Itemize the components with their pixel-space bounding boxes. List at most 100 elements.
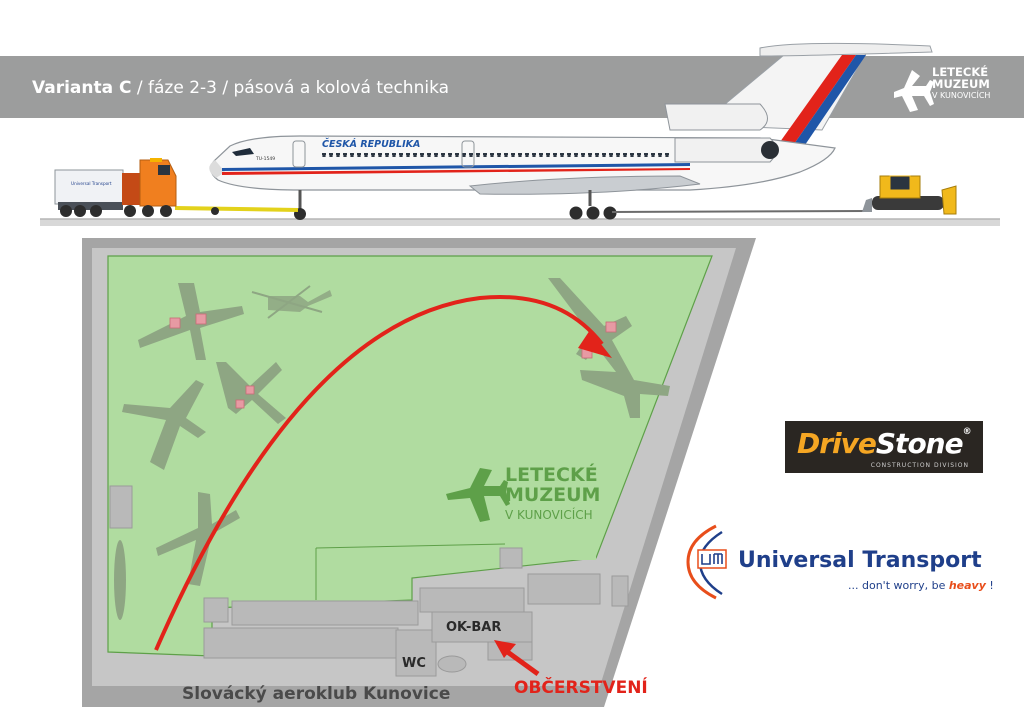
okbar-label: OK-BAR xyxy=(446,620,502,635)
silhouette-plane-5 xyxy=(548,278,670,418)
silhouette-plane-1 xyxy=(138,283,244,360)
museum-logo-line2: MUZEUM xyxy=(932,77,990,91)
dozer-track xyxy=(872,196,944,210)
trailer-box xyxy=(54,169,124,205)
livery-text: ČESKÁ REPUBLIKA xyxy=(322,138,420,150)
ut-slogan-end: ! xyxy=(985,579,994,592)
aircraft-registration: TU-1549 xyxy=(255,156,275,162)
fuselage-stripe-red xyxy=(222,168,690,175)
museum-logo: LETECKÉ MUZEUM V KUNOVICÍCH xyxy=(932,66,990,102)
tail-stripe-blue xyxy=(776,55,866,170)
heli-rotor-2 xyxy=(267,285,311,319)
main-wheel-1 xyxy=(569,206,583,220)
aircraft-wing xyxy=(468,175,701,195)
map-museum-line3: V KUNOVICÍCH xyxy=(505,508,593,522)
main-wheel-3 xyxy=(603,206,617,220)
drivestone-word-drive: Drive xyxy=(797,427,877,460)
aircraft-t-tail xyxy=(759,42,933,57)
fuselage-stripe-blue xyxy=(222,163,690,171)
wc-label: WC xyxy=(402,656,426,671)
buildings xyxy=(109,485,629,677)
bulldozer xyxy=(862,175,957,215)
truck-beacon xyxy=(150,158,162,162)
tow-bar xyxy=(174,206,299,212)
heli-rotor-1 xyxy=(251,291,323,313)
refreshment-arrow-head xyxy=(494,640,516,658)
banner-title: Varianta C / fáze 2-3 / pásová a kolová … xyxy=(32,78,449,98)
field-edge-line-2 xyxy=(315,543,506,549)
marker-3 xyxy=(245,385,255,395)
main-wheel-2 xyxy=(586,206,600,220)
passenger-windows xyxy=(320,153,670,157)
ut-slogan-start: ... don't worry, be xyxy=(848,579,949,592)
map-museum-line1: LETECKÉ xyxy=(505,464,598,486)
marker-4 xyxy=(235,399,245,409)
drivestone-word-stone: Stone xyxy=(875,427,964,460)
museum-logo-line1: LETECKÉ xyxy=(932,65,989,79)
aircraft-nose xyxy=(209,160,225,178)
marker-2 xyxy=(195,313,207,325)
silhouette-plane-4 xyxy=(156,492,240,586)
trailer-text: Universal Transport xyxy=(71,181,112,186)
building-hangar xyxy=(231,600,419,626)
museum-logo-plane-icon xyxy=(894,70,934,112)
museum-plane-icon xyxy=(446,468,510,522)
museum-logo-line3: V KUNOVICÍCH xyxy=(932,91,991,100)
map-museum-label: LETECKÉ MUZEUM V KUNOVICÍCH xyxy=(505,465,600,525)
ut-wordmark: Universal Transport xyxy=(738,548,982,573)
aircraft-center-engine xyxy=(664,103,768,131)
building-right xyxy=(527,573,601,605)
ut-logo-mark xyxy=(686,524,727,600)
dozer-ripper xyxy=(862,198,872,212)
tu154-aircraft: ČESKÁ REPUBLIKA TU-1549 xyxy=(209,42,933,220)
ut-slogan-heavy: heavy xyxy=(948,579,986,592)
silhouette-fuselage xyxy=(114,540,126,620)
ground-strip xyxy=(40,219,1000,226)
truck-wheel-1 xyxy=(124,205,136,217)
banner-title-phase: / fáze 2-3 / pásová a kolová technika xyxy=(131,78,450,98)
aircraft-door-mid xyxy=(461,140,475,168)
tractor-truck: Universal Transport xyxy=(54,158,177,217)
dozer-cab-window xyxy=(889,175,911,191)
trailer-wheel-2 xyxy=(74,205,86,217)
building-edge xyxy=(611,575,629,607)
map-museum-line2: MUZEUM xyxy=(505,484,601,506)
silhouette-plane-3 xyxy=(122,380,206,470)
trailer-wheel-3 xyxy=(90,205,102,217)
pink-markers xyxy=(169,313,617,409)
building-okbar xyxy=(431,611,533,643)
cockpit-window xyxy=(232,148,254,156)
drivestone-registered-mark: ® xyxy=(962,427,972,437)
ut-arc-orange xyxy=(686,524,717,600)
trailer-chassis xyxy=(58,202,123,210)
marker-5 xyxy=(605,321,617,333)
building-wc xyxy=(395,629,437,677)
truck-windshield xyxy=(158,165,170,175)
building-tiny xyxy=(499,547,523,569)
ut-slogan: ... don't worry, be heavy ! xyxy=(848,579,994,592)
truck-engine-unit xyxy=(122,173,142,205)
dozer-blade xyxy=(941,185,957,215)
route-arrow-head xyxy=(578,330,612,358)
tow-bar-wheel xyxy=(211,207,219,215)
aircraft-engine xyxy=(674,137,777,163)
trailer-wheel-1 xyxy=(60,205,72,217)
tow-cable xyxy=(611,210,869,213)
drivestone-subtitle: CONSTRUCTION DIVISION xyxy=(870,462,969,469)
banner-title-variant: Varianta C xyxy=(32,78,132,98)
ut-monogram xyxy=(701,553,723,565)
drivestone-wordmark: DriveStone® xyxy=(797,427,972,460)
building-left xyxy=(109,485,133,529)
field-extension xyxy=(316,540,596,560)
building-long xyxy=(203,627,399,659)
building-small xyxy=(203,597,229,623)
drivestone-logo: DriveStone® CONSTRUCTION DIVISION xyxy=(785,421,983,473)
engine-exhaust xyxy=(761,141,779,159)
building-okbar-wing xyxy=(419,587,525,613)
building-round xyxy=(437,655,467,673)
route-arrow-path xyxy=(154,295,604,651)
truck-wheel-2 xyxy=(142,205,154,217)
refreshment-label: OBČERSTVENÍ xyxy=(514,678,648,698)
aeroklub-label: Slovácký aeroklub Kunovice xyxy=(182,684,451,704)
